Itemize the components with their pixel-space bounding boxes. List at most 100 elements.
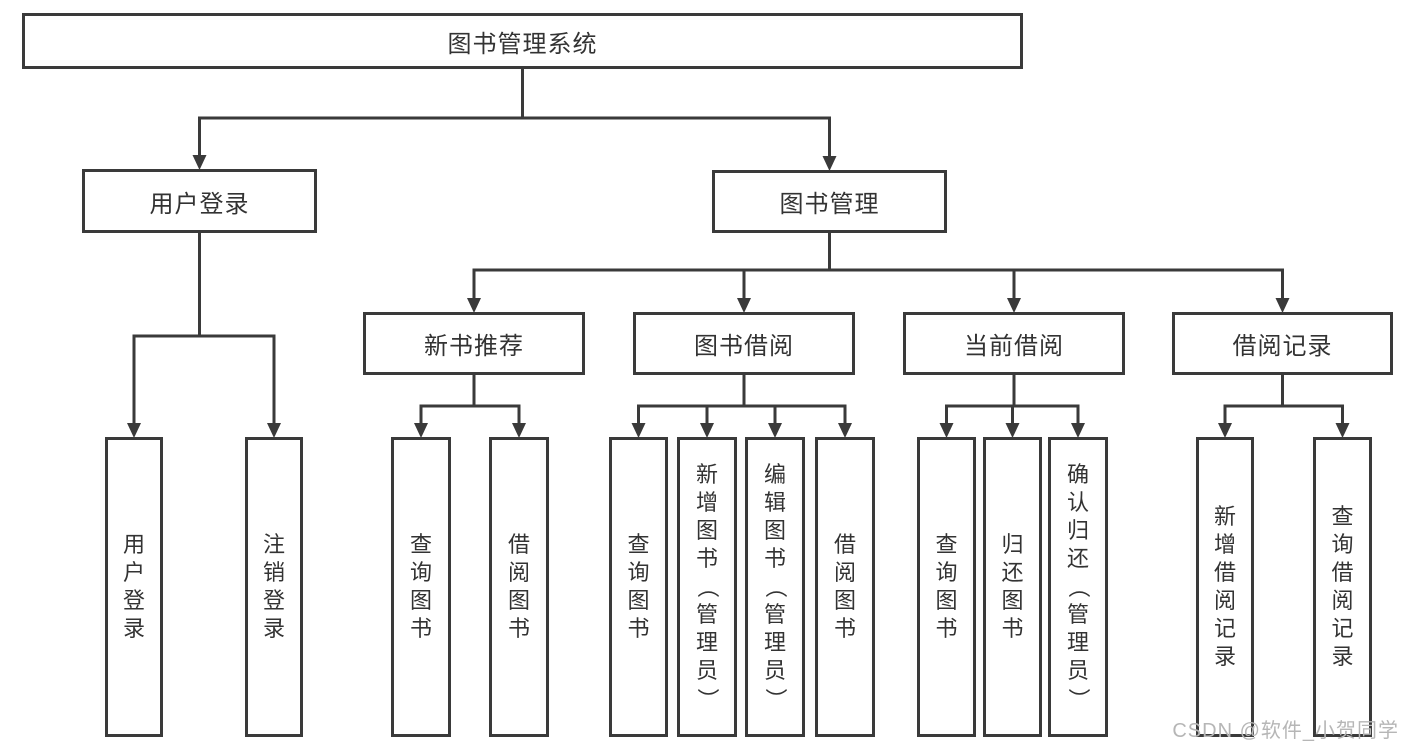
arrowhead-icon [1335,423,1350,438]
node-label-char: 编 [763,462,786,487]
node-label-char: 员 [695,658,718,683]
node-label-char: 图 [1001,588,1024,613]
node-label-char: 图 [507,588,530,613]
node-current-return: 归还图书 [983,437,1042,737]
node-label-char: 户 [122,560,145,585]
node-label: 图书管理 [779,191,880,218]
node-login-user: 用户登录 [105,437,163,737]
node-label-char: 员 [1066,658,1089,683]
node-label-char: 登 [122,588,145,613]
node-label-char: 借 [1213,560,1236,585]
arrowhead-icon [939,423,954,438]
node-label-char: 录 [262,616,285,641]
node-label-char: 书 [763,546,786,571]
arrowhead-icon [1071,423,1085,438]
node-label-char: 询 [935,560,958,585]
node-current-query: 查询图书 [917,437,976,737]
node-label-char: 录 [122,616,145,641]
arrowhead-icon [192,155,207,170]
node-label-char: 阅 [1331,588,1354,613]
node-label-char: 图 [763,518,786,543]
node-label-char: 书 [935,616,958,641]
node-label-char: 询 [627,560,650,585]
node-label-char: 借 [507,532,530,557]
node-label-char: 借 [1331,560,1354,585]
node-label-char: 录 [1331,644,1354,669]
node-label-char: 归 [1066,518,1089,543]
node-label-char: 管 [695,602,718,627]
node-label-char: 管 [1066,602,1089,627]
node-label-char: 查 [627,532,650,557]
node-rec-borrow: 借阅图书 [489,437,549,737]
node-label-char: 阅 [1213,588,1236,613]
node-current-confirm: 确认归还（管理员） [1048,437,1108,737]
arrowhead-icon [838,423,852,438]
node-label-char: 注 [262,532,285,557]
node-label-char: 理 [695,630,718,655]
node-label-char: 借 [833,532,856,557]
node-records-add: 新增借阅记录 [1196,437,1254,737]
node-records-query: 查询借阅记录 [1313,437,1372,737]
arrowhead-icon [414,423,428,438]
node-label-char: 归 [1001,532,1024,557]
node-label-char: 书 [833,616,856,641]
node-label-char: 查 [935,532,958,557]
node-label-char: 图 [833,588,856,613]
arrowhead-icon [1007,298,1021,313]
arrowhead-icon [1218,423,1232,438]
node-borrow-edit: 编辑图书（管理员） [745,437,805,737]
node-label-char: 书 [695,546,718,571]
node-label-char: ） [1066,687,1091,710]
node-label-char: 查 [1331,504,1354,529]
node-label-char: 询 [1331,532,1354,557]
arrowhead-icon [631,423,646,438]
node-borrow-add: 新增图书（管理员） [677,437,737,737]
node-borrow-query: 查询图书 [609,437,668,737]
node-borrow-borrow: 借阅图书 [815,437,875,737]
node-label-char: 图 [409,588,432,613]
node-label-char: 书 [507,616,530,641]
watermark: CSDN @软件_小贺同学 [1172,720,1399,742]
node-label: 当前借阅 [964,333,1064,360]
node-current: 当前借阅 [903,312,1125,375]
node-label-char: 理 [1066,630,1089,655]
node-mgmt: 图书管理 [712,170,947,233]
arrowhead-icon [737,298,751,313]
node-label-char: 增 [1213,532,1236,557]
node-label-char: 询 [409,560,432,585]
node-label-char: 录 [1213,644,1236,669]
node-label-char: 确 [1066,462,1089,487]
node-records: 借阅记录 [1172,312,1393,375]
node-label-char: 图 [627,588,650,613]
node-label-char: 管 [763,602,786,627]
node-label-char: 阅 [833,560,856,585]
node-label-char: （ [695,575,720,598]
node-label: 图书管理系统 [447,30,598,58]
node-label-char: 阅 [507,560,530,585]
node-label-char: 认 [1066,490,1089,515]
node-label-char: 用 [122,532,145,557]
node-label-char: 辑 [763,490,786,515]
arrowhead-icon [512,423,526,438]
arrowhead-icon [1005,423,1020,438]
node-label-char: （ [1066,575,1091,598]
node-label-char: 查 [409,532,432,557]
node-label-char: 图 [935,588,958,613]
node-label-char: 理 [763,630,786,655]
node-label-char: 新 [695,462,718,487]
node-rec-query: 查询图书 [391,437,451,737]
node-label-char: 图 [695,518,718,543]
node-label-char: 记 [1213,616,1236,641]
arrowhead-icon [768,423,782,438]
arrowhead-icon [1275,298,1290,313]
node-label: 借阅记录 [1232,333,1333,360]
node-label-char: ） [763,687,788,710]
node-root: 图书管理系统 [22,13,1023,69]
node-label-char: 记 [1331,616,1354,641]
node-label-char: 书 [409,616,432,641]
node-login-logout: 注销登录 [245,437,303,737]
node-label-char: 书 [627,616,650,641]
arrowhead-icon [127,423,141,438]
node-label-char: 还 [1001,560,1024,585]
